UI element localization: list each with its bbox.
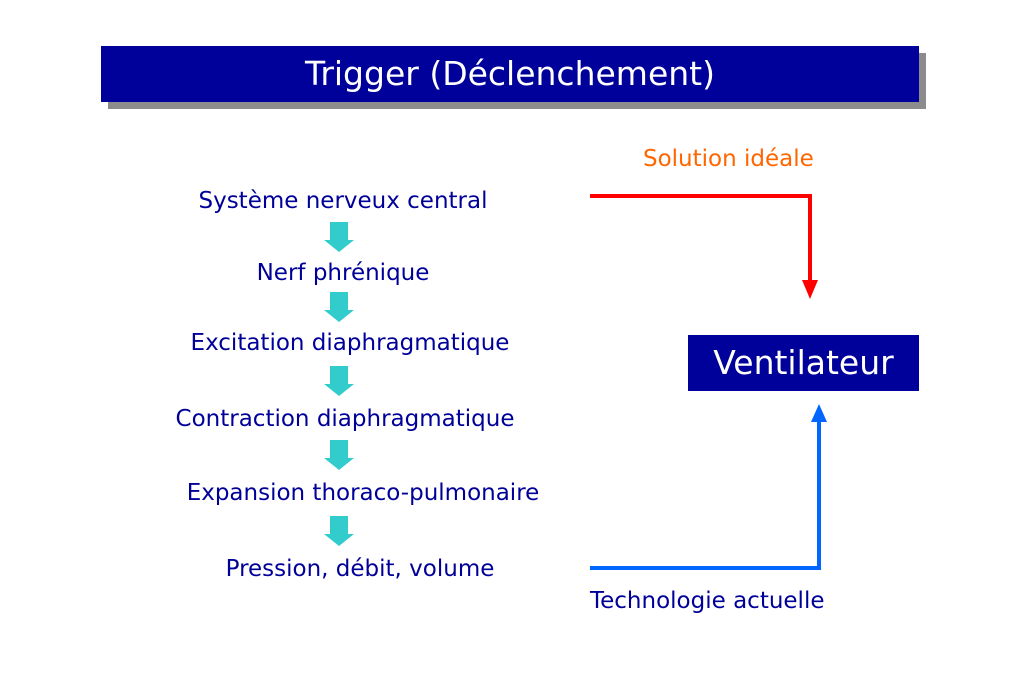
down-arrow-icon bbox=[324, 222, 354, 252]
chain-item-thoracopulmonary-expansion: Expansion thoraco-pulmonaire bbox=[186, 480, 540, 506]
chain-item-phrenic-nerve: Nerf phrénique bbox=[256, 260, 430, 286]
chain-item-diaphragm-contraction: Contraction diaphragmatique bbox=[175, 406, 515, 432]
down-arrow-icon bbox=[324, 440, 354, 470]
slide-title: Trigger (Déclenchement) bbox=[101, 46, 919, 102]
chain-item-diaphragm-excitation: Excitation diaphragmatique bbox=[190, 330, 510, 356]
current-path-arrow bbox=[590, 404, 827, 570]
ideal-path-arrow bbox=[590, 194, 818, 299]
down-arrow-icon bbox=[324, 516, 354, 546]
chain-item-pressure-flow-volume: Pression, débit, volume bbox=[225, 556, 495, 582]
down-arrow-icon bbox=[324, 292, 354, 322]
ventilator-box: Ventilateur bbox=[688, 335, 919, 391]
down-arrow-icon bbox=[324, 366, 354, 396]
current-technology-label: Technologie actuelle bbox=[590, 588, 825, 614]
ideal-solution-label: Solution idéale bbox=[643, 146, 814, 172]
chain-item-central-nervous-system: Système nerveux central bbox=[198, 188, 488, 214]
